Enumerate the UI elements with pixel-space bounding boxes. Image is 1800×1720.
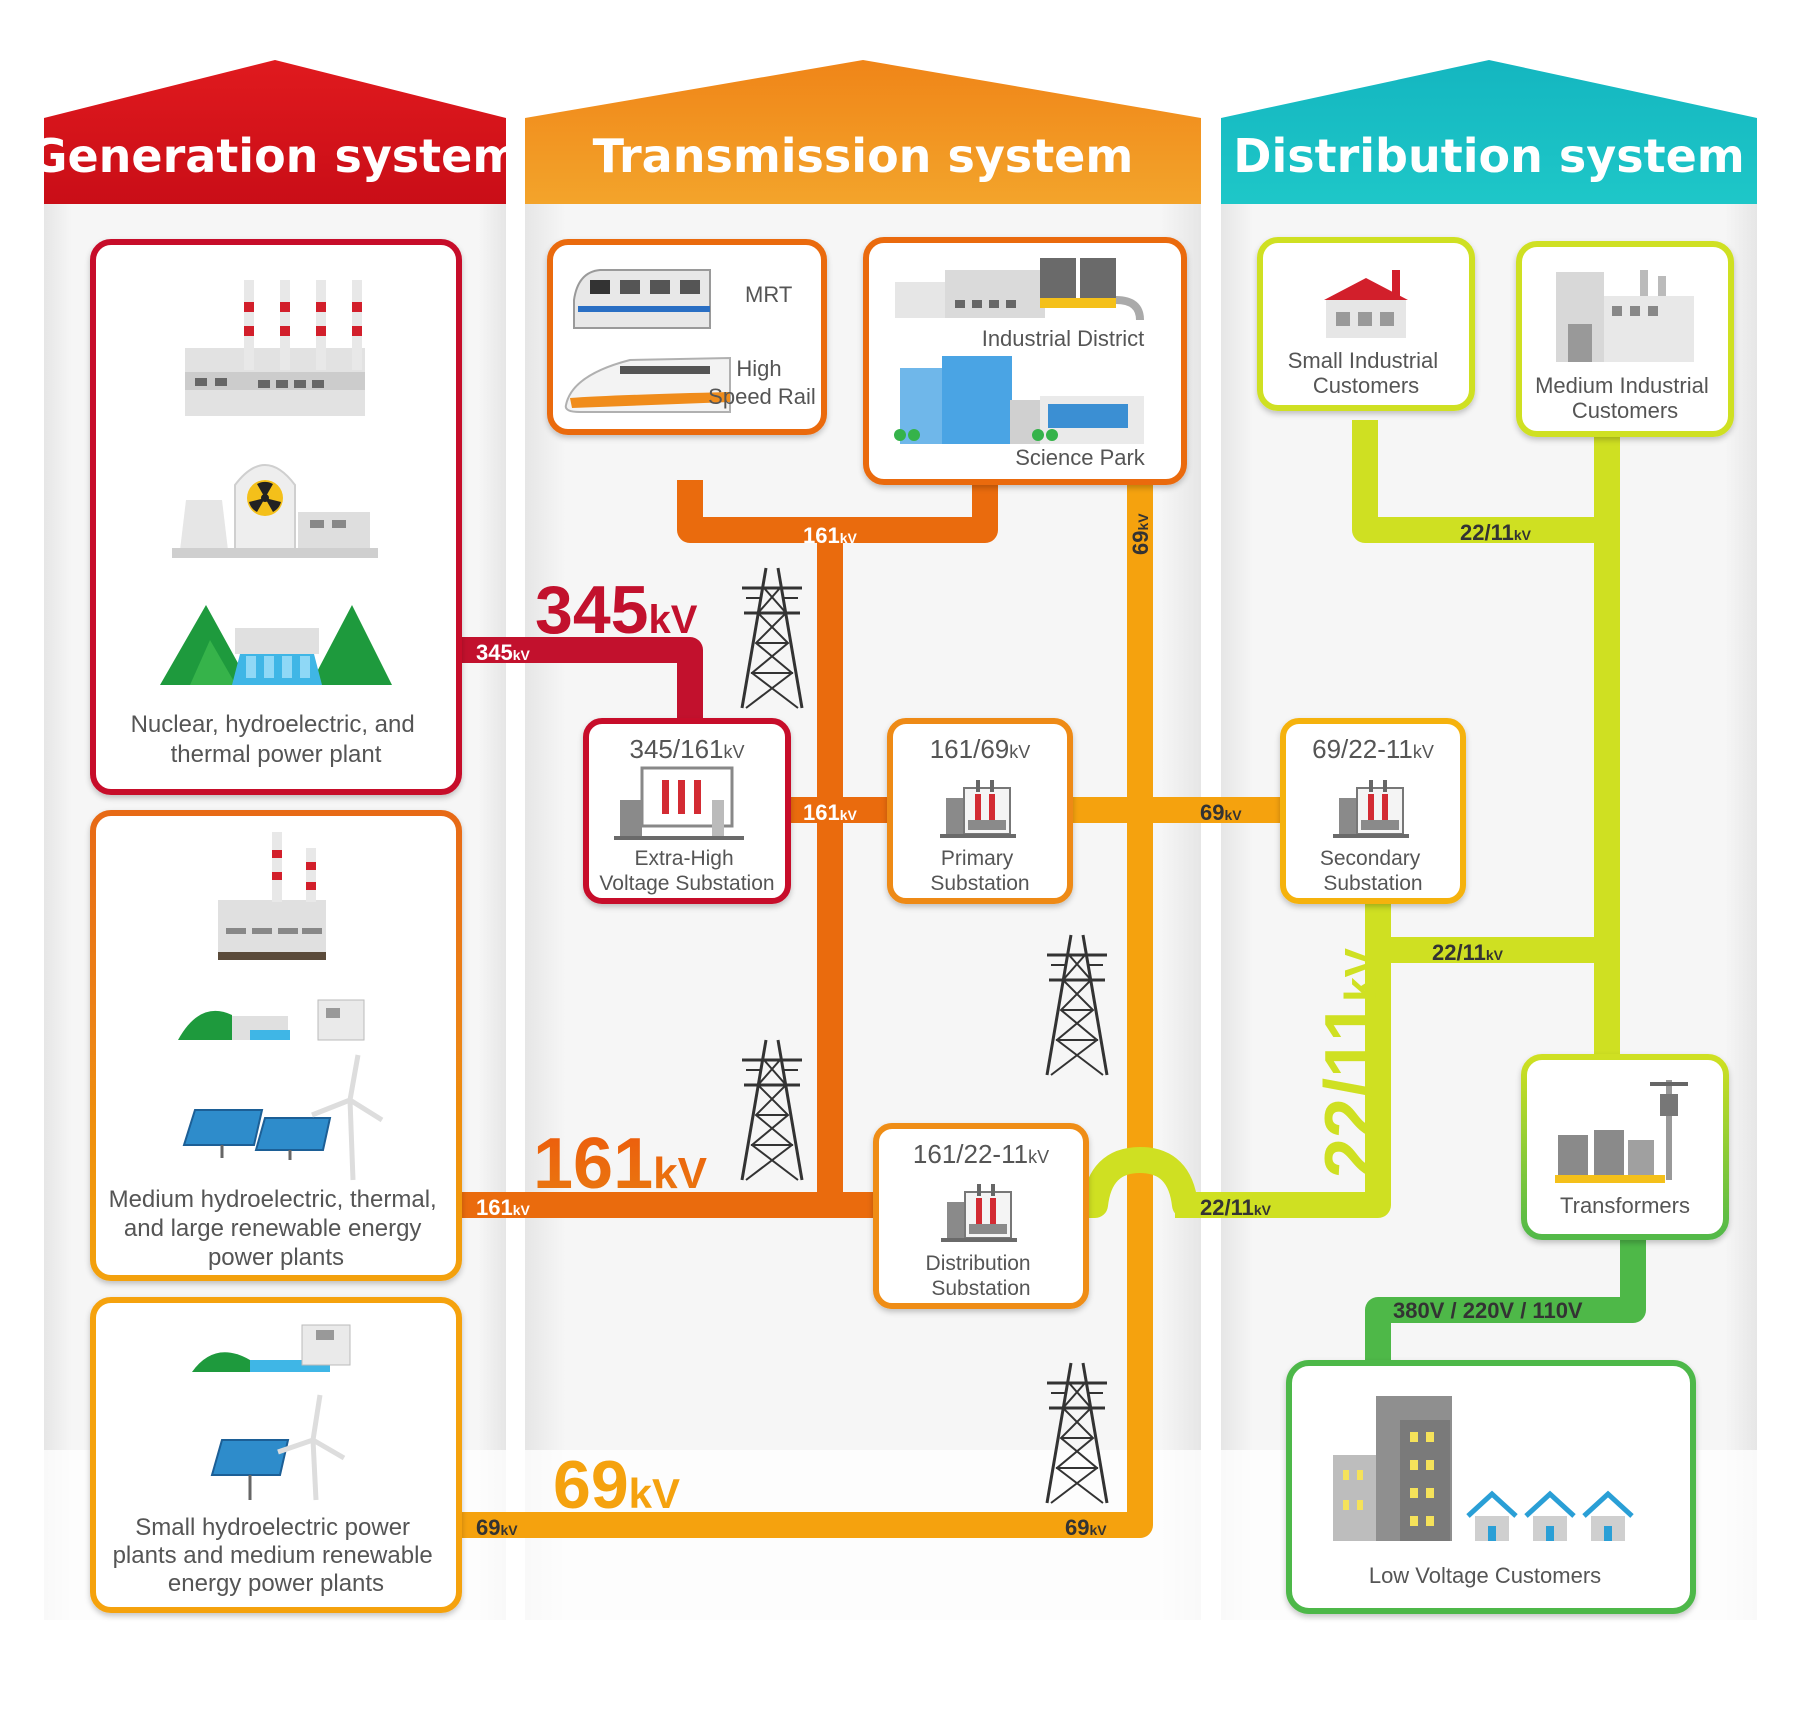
line-345kv	[455, 637, 703, 735]
plant-caption-large: Nuclear, hydroelectric, and thermal powe…	[131, 711, 422, 768]
medium-industrial-caption: Medium Industrial Customers	[1535, 373, 1715, 423]
big-voltage-labels: 345kV 161kV 69kV 22/11kV	[533, 572, 1391, 1523]
generation-title: Generation system	[30, 129, 521, 183]
solar-wind-icon	[210, 1394, 346, 1501]
big-label-161kv: 161kV	[533, 1124, 708, 1204]
low-voltage-customers-box: Low Voltage Customers	[1286, 1360, 1696, 1614]
solar-wind-icon	[182, 1054, 384, 1181]
extra-high-voltage-substation: 345/161kV Extra-High Voltage Substation	[583, 718, 791, 904]
big-label-69kv: 69kV	[553, 1447, 680, 1523]
mrt-label: MRT	[745, 282, 792, 307]
plant-box-large: Nuclear, hydroelectric, and thermal powe…	[90, 239, 462, 795]
primary-rating: 161/69kV	[930, 734, 1031, 764]
plant-caption-medium: Medium hydroelectric, thermal, and large…	[109, 1186, 444, 1271]
distribution-sub-caption: Distribution Substation	[926, 1252, 1037, 1300]
transmission-header: Transmission system	[525, 60, 1201, 204]
label-161kv-upper: 161kV	[803, 523, 858, 548]
big-label-345kv: 345kV	[535, 572, 698, 648]
extra-high-rating: 345/161kV	[630, 734, 745, 764]
medium-factory-icon	[1556, 270, 1694, 362]
transformers-caption: Transformers	[1560, 1193, 1690, 1218]
label-69kv-right: 69kV	[1065, 1515, 1107, 1540]
label-22-11kv-mid: 22/11kV	[1432, 940, 1504, 965]
science-park-icon	[894, 356, 1144, 444]
hydroelectric-plant-icon	[160, 605, 392, 685]
plant-box-small: Small hydroelectric power plants and med…	[90, 1297, 462, 1613]
transformers-box: Transformers	[1521, 1054, 1729, 1240]
houses-icon	[1466, 1490, 1634, 1518]
low-voltage-caption: Low Voltage Customers	[1369, 1563, 1601, 1588]
line-22-11kv-lower	[1175, 900, 1391, 1218]
distribution-title: Distribution system	[1233, 129, 1744, 183]
small-industrial-caption: Small Industrial Customers	[1288, 348, 1445, 398]
extra-high-caption: Extra-High Voltage Substation	[599, 847, 774, 895]
hydroelectric-plant-icon	[178, 999, 365, 1041]
distribution-sub-rating: 161/22-11kV	[913, 1139, 1049, 1169]
mrt-train-icon	[573, 269, 711, 329]
transmission-title: Transmission system	[593, 129, 1134, 183]
primary-caption: Primary Substation	[930, 847, 1029, 895]
science-park-label: Science Park	[1015, 445, 1146, 470]
medium-industrial-customers-box: Medium Industrial Customers	[1516, 241, 1734, 437]
line-low-voltage	[1365, 1230, 1646, 1375]
label-161kv-mid: 161kV	[803, 800, 858, 825]
label-345kv: 345kV	[476, 640, 531, 665]
industrial-district-icon	[895, 258, 1144, 321]
high-speed-rail-label: High Speed Rail	[708, 356, 816, 409]
plant-box-medium: Medium hydroelectric, thermal, and large…	[90, 810, 462, 1281]
distribution-header: Distribution system	[1221, 60, 1757, 204]
industrial-box: Industrial District Science Park	[863, 237, 1187, 485]
power-lines	[455, 420, 1646, 1538]
label-69kv-mid: 69kV	[1200, 800, 1242, 825]
label-low-voltage: 380V / 220V / 110V	[1393, 1298, 1583, 1323]
label-22-11kv-lower: 22/11kV	[1200, 1195, 1272, 1220]
thermal-plant-icon	[218, 832, 326, 960]
label-69kv-vertical: 69kV	[1128, 513, 1153, 555]
secondary-caption: Secondary Substation	[1320, 847, 1426, 895]
thermal-plant-icon	[185, 280, 365, 416]
label-161kv-lower: 161kV	[476, 1195, 531, 1220]
generation-header: Generation system	[30, 60, 521, 204]
city-buildings-icon	[1333, 1396, 1452, 1541]
small-industrial-customers-box: Small Industrial Customers	[1257, 237, 1475, 411]
rail-box: MRT High Speed Rail	[547, 239, 827, 435]
hydroelectric-plant-icon	[192, 1324, 351, 1372]
secondary-substation: 69/22-11kV Secondary Substation	[1280, 718, 1466, 904]
nuclear-plant-icon	[172, 464, 378, 558]
high-speed-rail-icon	[564, 356, 731, 413]
small-factory-icon	[1324, 270, 1408, 338]
label-22-11kv-top: 22/11kV	[1460, 520, 1532, 545]
distribution-substation: 161/22-11kV Distribution Substation	[873, 1123, 1089, 1309]
primary-substation: 161/69kV Primary Substation	[887, 718, 1073, 904]
label-69kv-left: 69kV	[476, 1515, 518, 1540]
substation-icon	[614, 766, 744, 840]
secondary-rating: 69/22-11kV	[1312, 734, 1434, 764]
plant-caption-small: Small hydroelectric power plants and med…	[113, 1514, 440, 1597]
transformer-icon	[1555, 1080, 1688, 1183]
line-22-11kv-hop	[1082, 1147, 1198, 1218]
line-22-11kv-top	[1352, 420, 1617, 543]
industrial-district-label: Industrial District	[982, 326, 1145, 351]
big-label-22-11kv: 22/11kV	[1311, 947, 1391, 1178]
line-labels: 345kV 161kV 161kV 161kV 69kV 69kV 69kV 6…	[476, 513, 1583, 1540]
